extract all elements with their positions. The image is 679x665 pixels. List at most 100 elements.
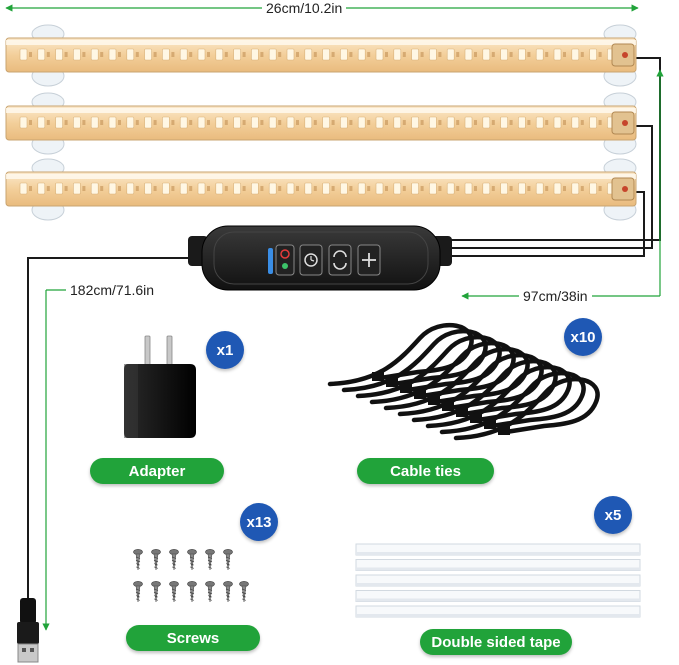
led-chip: [197, 182, 206, 195]
led-chip: [73, 182, 81, 195]
screw: [205, 549, 215, 571]
led-chip: [393, 48, 402, 61]
adapter-quantity-badge: x1: [206, 331, 244, 369]
led-chip: [215, 116, 224, 129]
led-chip: [126, 182, 135, 195]
screw: [133, 581, 143, 603]
led-chip: [589, 182, 597, 195]
screw: [223, 549, 233, 571]
led-chip: [90, 182, 99, 195]
led-chip: [518, 182, 526, 195]
led-strip: [5, 24, 637, 87]
led-chip: [375, 182, 384, 195]
led-chip: [179, 182, 188, 195]
led-chip: [73, 116, 81, 129]
led-chip: [55, 182, 63, 195]
led-strip: [5, 158, 637, 221]
led-chip: [19, 48, 28, 61]
led-chip: [393, 182, 402, 195]
controller-unit: [188, 225, 452, 291]
led-chip: [286, 116, 295, 129]
cable-tie: [369, 340, 516, 405]
led-chip: [268, 48, 277, 61]
double-sided-tape-icon: [355, 543, 641, 618]
led-chip: [251, 182, 259, 195]
led-chip: [518, 116, 526, 129]
cable-tie: [425, 364, 572, 429]
led-chip: [375, 116, 384, 129]
led-chip: [215, 182, 224, 195]
led-chip: [286, 48, 295, 61]
led-chip: [144, 116, 152, 129]
led-chip: [464, 116, 473, 129]
led-chip: [268, 116, 277, 129]
cable-tie: [411, 358, 558, 423]
cable-tie: [341, 328, 488, 393]
led-chip: [304, 182, 313, 195]
indicator-light-icon: [268, 248, 273, 274]
led-chip: [340, 116, 348, 129]
led-chip: [446, 48, 455, 61]
led-chip: [162, 182, 170, 195]
led-chip: [286, 182, 295, 195]
led-chip: [411, 48, 419, 61]
led-chip: [357, 116, 366, 129]
led-chip: [322, 48, 330, 61]
led-chip: [37, 116, 46, 129]
adapter-icon: [124, 335, 196, 438]
led-chip: [108, 116, 117, 129]
led-chip: [322, 182, 330, 195]
led-chip: [37, 182, 46, 195]
led-strips: [5, 24, 637, 221]
cable-tie: [327, 322, 474, 387]
led-chip: [126, 48, 135, 61]
led-chip: [429, 48, 437, 61]
led-chip: [55, 48, 63, 61]
cable-tie: [439, 370, 586, 435]
screw: [187, 549, 197, 571]
led-chip: [500, 116, 508, 129]
led-chip: [500, 48, 508, 61]
screw: [169, 581, 179, 603]
usb-cable: [27, 257, 205, 625]
cycle-icon: [328, 244, 352, 276]
led-chip: [357, 182, 366, 195]
led-chip: [464, 182, 473, 195]
usb-cable-length-label: 182cm/71.6in: [66, 282, 159, 298]
led-chip: [482, 182, 491, 195]
led-chip: [589, 48, 597, 61]
led-chip: [553, 182, 562, 195]
led-chip: [553, 116, 562, 129]
cable-tie: [397, 352, 544, 417]
led-chip: [197, 116, 206, 129]
led-chip: [251, 116, 259, 129]
screw: [239, 581, 249, 603]
screw: [187, 581, 197, 603]
tape-quantity-badge: x5: [594, 496, 632, 534]
led-chip: [233, 182, 241, 195]
led-chip: [446, 116, 455, 129]
cable-ties-quantity-badge: x10: [564, 318, 602, 356]
led-chip: [571, 48, 580, 61]
double-sided-tape-label: Double sided tape: [420, 629, 572, 655]
led-chip: [429, 116, 437, 129]
led-chip: [482, 116, 491, 129]
led-chip: [233, 116, 241, 129]
led-chip: [179, 116, 188, 129]
screws-icon: [133, 549, 249, 603]
led-chip: [429, 182, 437, 195]
led-chip: [535, 48, 544, 61]
led-chip: [179, 48, 188, 61]
screw: [223, 581, 233, 603]
led-chip: [393, 116, 402, 129]
led-chip: [518, 48, 526, 61]
led-chip: [108, 182, 117, 195]
led-chip: [553, 48, 562, 61]
led-chip: [162, 116, 170, 129]
screw: [133, 549, 143, 571]
screw: [151, 581, 161, 603]
led-chip: [126, 116, 135, 129]
led-chip: [144, 182, 152, 195]
led-chip: [304, 116, 313, 129]
